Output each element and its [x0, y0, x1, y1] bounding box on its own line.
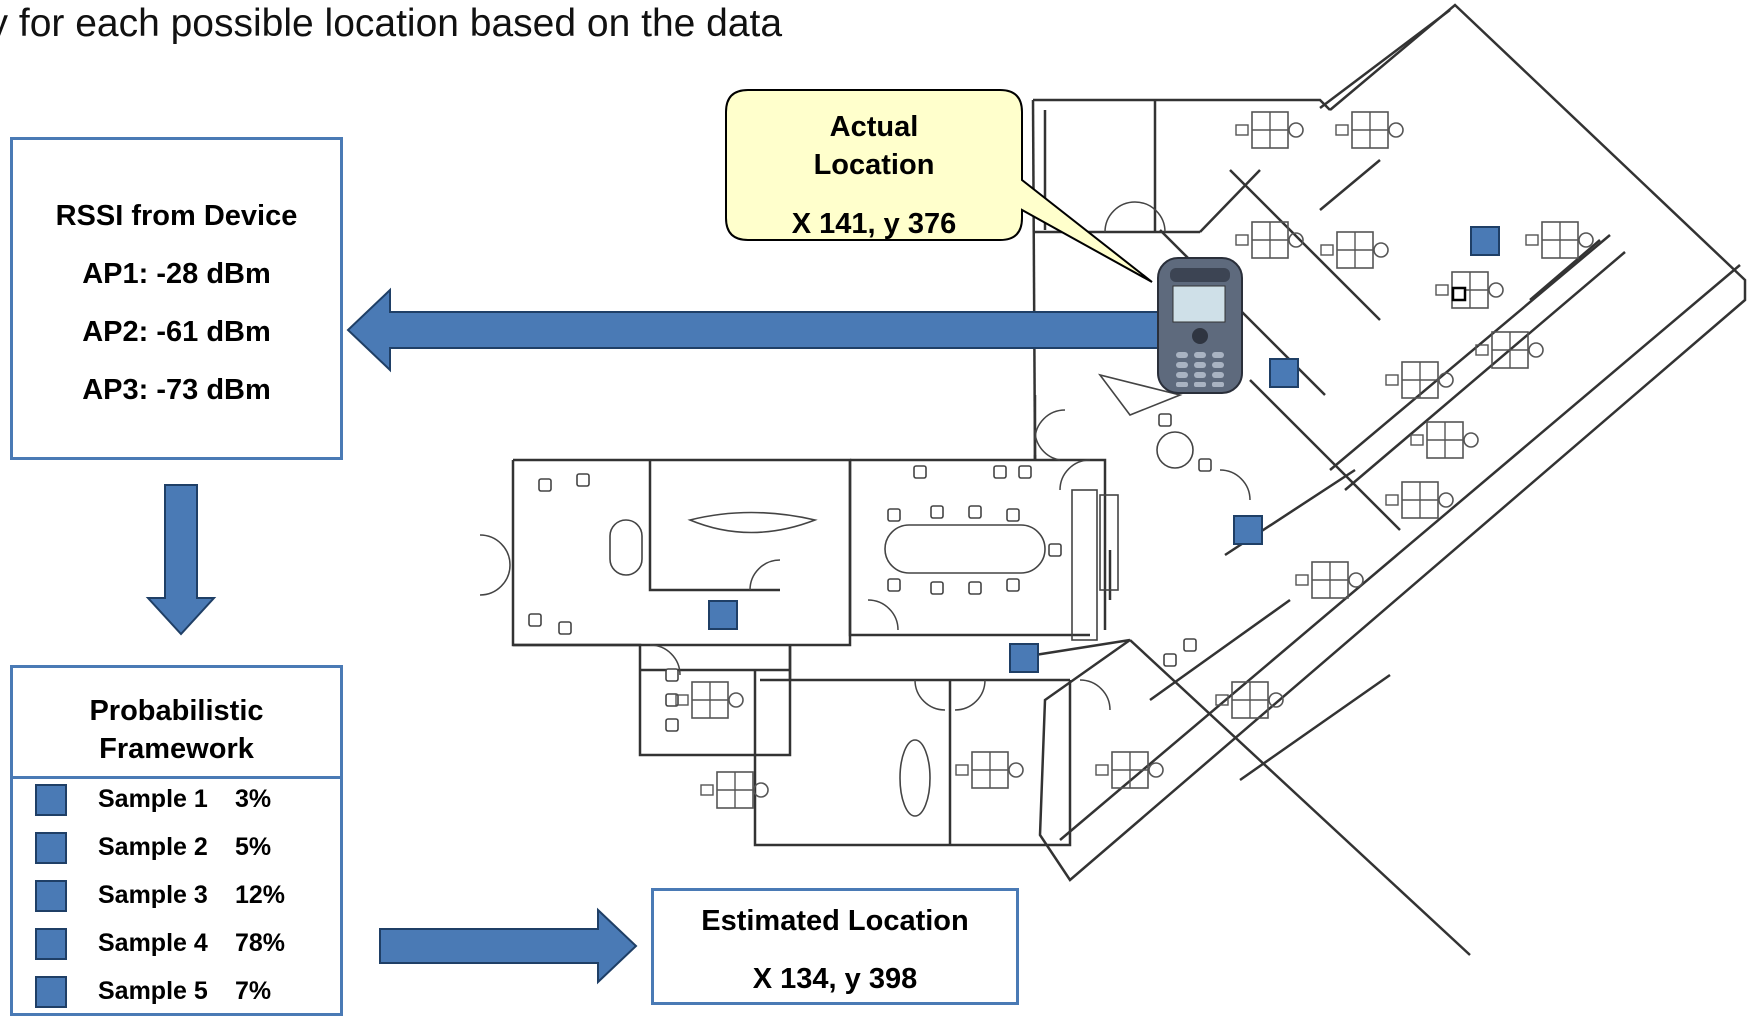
sample-marker-5 — [1009, 643, 1039, 673]
sample-square-icon — [35, 784, 67, 816]
sample-marker-3 — [1233, 515, 1263, 545]
conference-table-large — [884, 524, 1046, 574]
round-table — [609, 519, 643, 576]
arrow-down-to-framework — [145, 484, 217, 636]
sample-percent: 3% — [235, 785, 272, 813]
building-walls — [511, 3, 1747, 956]
sample-percent: 78% — [235, 929, 286, 957]
rssi-ap3: AP3: -73 dBm — [82, 374, 271, 406]
sample-marker-4 — [708, 600, 738, 630]
doors — [479, 201, 1251, 711]
rssi-heading: RSSI from Device — [55, 200, 298, 232]
actual-location-callout — [725, 89, 1153, 283]
sample-label: Sample 5 — [98, 977, 208, 1005]
sample-square-icon — [35, 928, 67, 960]
estimated-location-coords: X 134, y 398 — [752, 963, 918, 995]
framework-heading: Probabilistic Framework — [13, 668, 340, 779]
arrow-left-to-rssi — [346, 287, 1161, 373]
sample-markers — [708, 226, 1500, 673]
estimated-location-heading: Estimated Location — [701, 905, 969, 937]
actual-location-label-2: Location — [813, 149, 935, 181]
sample-label: Sample 3 — [98, 881, 208, 909]
rssi-ap1: AP1: -28 dBm — [82, 258, 271, 290]
framework-box: Probabilistic Framework Sample 1 3% Samp… — [10, 665, 343, 1016]
sample-label: Sample 2 — [98, 833, 208, 861]
framework-heading-line2: Framework — [99, 733, 254, 765]
estimated-location-box: Estimated Location X 134, y 398 — [651, 888, 1019, 1005]
sample-square-icon — [35, 976, 67, 1008]
actual-location-label-1: Actual — [829, 111, 919, 143]
rssi-ap2: AP2: -61 dBm — [82, 316, 271, 348]
actual-location-coords: X 141, y 376 — [791, 208, 957, 240]
access-point-marker — [1451, 286, 1467, 302]
conference-table-small — [687, 511, 818, 534]
sample-label: Sample 1 — [98, 785, 208, 813]
office-table — [899, 739, 931, 817]
sample-marker-2 — [1269, 358, 1299, 388]
rssi-box: RSSI from Device AP1: -28 dBm AP2: -61 d… — [10, 137, 343, 460]
sample-square-icon — [35, 832, 67, 864]
sample-percent: 5% — [235, 833, 272, 861]
sample-percent: 7% — [235, 977, 272, 1005]
arrow-right-to-estimate — [379, 907, 638, 985]
sample-percent: 12% — [235, 881, 286, 909]
chairs — [528, 413, 1212, 732]
phone-icon — [1157, 257, 1243, 394]
slide-title: bility for each possible location based … — [0, 2, 783, 45]
sample-marker-1 — [1470, 226, 1500, 256]
framework-heading-line1: Probabilistic — [89, 695, 264, 727]
sample-square-icon — [35, 880, 67, 912]
sample-label: Sample 4 — [98, 929, 208, 957]
